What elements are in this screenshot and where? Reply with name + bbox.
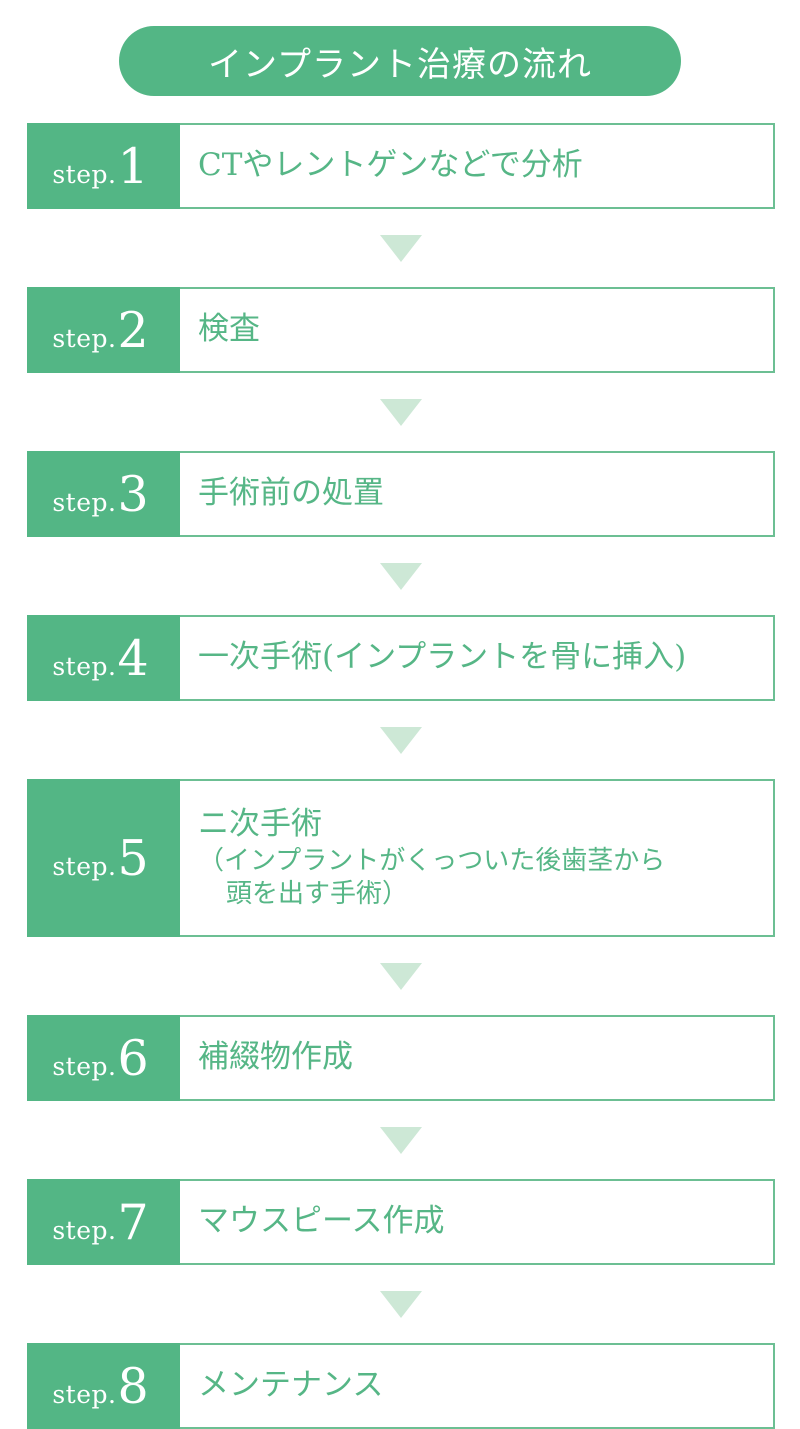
step-description: 検査 xyxy=(180,287,775,373)
step-description-line: ニ次手術 xyxy=(198,805,322,842)
step-description: メンテナンス xyxy=(180,1343,775,1429)
step-description: 一次手術(インプラントを骨に挿入) xyxy=(180,615,775,701)
step-number-badge: step.5 xyxy=(27,779,180,937)
step-row: step.8 メンテナンス xyxy=(27,1343,775,1429)
step-number-label: 8 xyxy=(117,1357,149,1415)
step-word-label: step. xyxy=(52,1379,117,1409)
step-number-label: 7 xyxy=(117,1193,149,1251)
badge-inner: step.4 xyxy=(52,634,148,683)
badge-inner: step.1 xyxy=(52,142,148,191)
step-number-label: 3 xyxy=(117,465,149,523)
step-word-label: step. xyxy=(52,1051,117,1081)
step-connector xyxy=(27,209,775,287)
step-row: step.2 検査 xyxy=(27,287,775,373)
step-number-badge: step.8 xyxy=(27,1343,180,1429)
step-connector xyxy=(27,1101,775,1179)
step-description-line: 手術前の処置 xyxy=(198,475,384,512)
step-number-label: 6 xyxy=(117,1029,149,1087)
triangle-down-icon xyxy=(380,1290,422,1318)
triangle-down-icon xyxy=(380,398,422,426)
step-number-label: 5 xyxy=(117,829,149,887)
step-number-badge: step.2 xyxy=(27,287,180,373)
triangle-down-icon xyxy=(380,562,422,590)
step-description: CTやレントゲンなどで分析 xyxy=(180,123,775,209)
step-number-badge: step.6 xyxy=(27,1015,180,1101)
step-number-badge: step.4 xyxy=(27,615,180,701)
step-connector xyxy=(27,373,775,451)
step-word-label: step. xyxy=(52,159,117,189)
step-number-badge: step.3 xyxy=(27,451,180,537)
step-description: マウスピース作成 xyxy=(180,1179,775,1265)
triangle-down-icon xyxy=(380,726,422,754)
step-number-label: 4 xyxy=(117,629,149,687)
title-banner: インプラント治療の流れ xyxy=(0,26,800,96)
step-word-label: step. xyxy=(52,651,117,681)
step-word-label: step. xyxy=(52,1215,117,1245)
step-row: step.7 マウスピース作成 xyxy=(27,1179,775,1265)
step-number-badge: step.1 xyxy=(27,123,180,209)
step-word-label: step. xyxy=(52,851,117,881)
step-word-label: step. xyxy=(52,323,117,353)
step-row: step.1 CTやレントゲンなどで分析 xyxy=(27,123,775,209)
step-description: 補綴物作成 xyxy=(180,1015,775,1101)
step-description-line: 頭を出す手術） xyxy=(226,878,409,909)
step-row: step.3 手術前の処置 xyxy=(27,451,775,537)
step-row: step.5 ニ次手術（インプラントがくっついた後歯茎から頭を出す手術） xyxy=(27,779,775,937)
triangle-down-icon xyxy=(380,234,422,262)
step-description-line: 補綴物作成 xyxy=(198,1039,353,1076)
step-connector xyxy=(27,701,775,779)
badge-inner: step.6 xyxy=(52,1034,148,1083)
step-description-line: 一次手術(インプラントを骨に挿入) xyxy=(198,639,687,676)
step-description-line: 検査 xyxy=(198,311,260,348)
step-number-label: 2 xyxy=(117,301,149,359)
badge-inner: step.7 xyxy=(52,1198,148,1247)
step-description: 手術前の処置 xyxy=(180,451,775,537)
step-connector xyxy=(27,1265,775,1343)
step-row: step.4 一次手術(インプラントを骨に挿入) xyxy=(27,615,775,701)
step-word-label: step. xyxy=(52,487,117,517)
badge-inner: step.2 xyxy=(52,306,148,355)
triangle-down-icon xyxy=(380,1126,422,1154)
step-description-line: メンテナンス xyxy=(198,1367,384,1404)
step-number-badge: step.7 xyxy=(27,1179,180,1265)
step-description-line: CTやレントゲンなどで分析 xyxy=(198,147,583,184)
step-description-line: （インプラントがくっついた後歯茎から xyxy=(198,845,666,876)
badge-inner: step.3 xyxy=(52,470,148,519)
step-connector xyxy=(27,537,775,615)
step-number-label: 1 xyxy=(117,137,149,195)
badge-inner: step.8 xyxy=(52,1362,148,1411)
step-description: ニ次手術（インプラントがくっついた後歯茎から頭を出す手術） xyxy=(180,779,775,937)
step-row: step.6 補綴物作成 xyxy=(27,1015,775,1101)
badge-inner: step.5 xyxy=(52,834,148,883)
step-description-line: マウスピース作成 xyxy=(198,1203,445,1240)
triangle-down-icon xyxy=(380,962,422,990)
page-title: インプラント治療の流れ xyxy=(119,26,681,96)
step-connector xyxy=(27,937,775,1015)
